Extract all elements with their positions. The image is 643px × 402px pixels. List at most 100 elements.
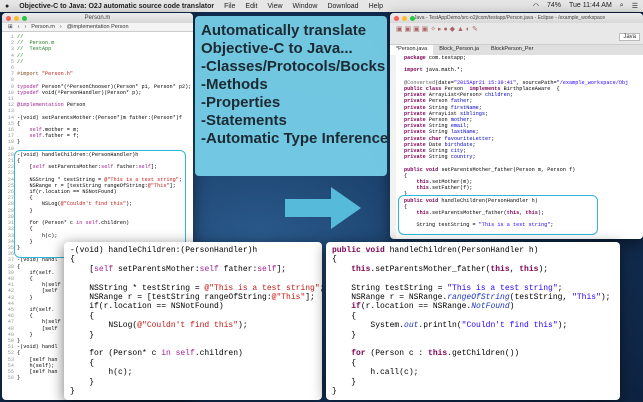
code-line: 8 (4, 77, 193, 83)
code-token: .children) (97, 220, 130, 227)
code-token: } (70, 387, 75, 397)
code-line: { (70, 359, 316, 368)
code-token: // Person.m (17, 40, 55, 47)
toolbar-icons[interactable]: ▣ ▣ ▣ ▣ ✧ ▸ ● ◆ ▲ ◐ ✎ (396, 26, 478, 33)
line-number: 10 (7, 89, 14, 96)
code-token: "This" (572, 293, 601, 303)
code-line: private String country; (404, 154, 643, 160)
code-token (404, 160, 407, 166)
code-line: System.out.println("Couldn't find this")… (332, 321, 614, 330)
code-line: NSLog(@"Couldn't find this"); (70, 321, 316, 330)
code-token: this (404, 179, 429, 186)
code-line: NSRange r = NSRange.rangeOfString(testSt… (332, 293, 614, 302)
search-icon[interactable]: ⌕ (619, 2, 624, 9)
code-line: } (70, 378, 316, 387)
code-token: { (70, 311, 95, 321)
code-token: "2015Apr21 15:39:41" (453, 79, 517, 86)
tab-blockperson-per[interactable]: BlockPerson_Per (490, 46, 534, 52)
apple-icon[interactable]: ● (5, 2, 10, 10)
close-button[interactable] (394, 15, 399, 21)
zoom-button[interactable] (410, 15, 415, 21)
callout-line: -Properties (201, 94, 281, 111)
code-line: String testString = "This is a test stri… (332, 284, 614, 293)
code-line: private String city; (404, 148, 643, 154)
code-token: ); (538, 264, 549, 274)
zoom-button[interactable] (22, 15, 27, 21)
code-token: ; (472, 154, 476, 161)
back-icon[interactable]: ‹ (17, 24, 20, 30)
minimize-button[interactable] (14, 15, 19, 21)
code-token: .setMother(m); (428, 179, 473, 186)
code-line: @Converted(date="2015Apr21 15:39:41", so… (404, 80, 643, 86)
callout-line: Objective-C to Java... (201, 40, 353, 57)
window-title: Java - TestAppDemo/src-o2j/com/testapp/P… (414, 15, 606, 21)
code-token: NSString * testString = (17, 176, 105, 183)
code-token: package (404, 55, 429, 61)
code-token: { (17, 263, 21, 270)
java-editor[interactable]: package com.testapp; import java.math.*;… (396, 55, 643, 239)
code-token (404, 216, 407, 222)
code-token: mother (450, 117, 470, 124)
code-token: [self han (17, 356, 58, 363)
code-line: private ArrayList<Person> children; (404, 92, 643, 98)
menu-view[interactable]: View (267, 2, 283, 10)
list-icon[interactable]: ☰ (631, 3, 638, 10)
minimize-button[interactable] (402, 15, 407, 21)
code-token (17, 251, 20, 257)
code-token: NSRange r = [testString rangeOfString: (17, 182, 148, 189)
code-token: private (404, 129, 429, 136)
wifi-icon[interactable]: ◠ (532, 3, 539, 10)
code-line: 25 NSRange r = [testString rangeOfString… (4, 183, 193, 189)
grid-icon[interactable]: ⊞ (8, 24, 13, 30)
code-token: .father = f; (41, 133, 80, 140)
code-line: private Person mother; (404, 117, 643, 123)
code-token: } (70, 330, 95, 340)
code-token: } (17, 238, 33, 245)
code-token: NSRange r = NSRange. (332, 293, 448, 303)
battery-status[interactable]: 74% (546, 2, 561, 9)
line-number: 8 (10, 77, 14, 84)
code-token: , sourcePath= (516, 79, 557, 86)
code-line (70, 340, 316, 349)
code-token: "Couldn't find this" (461, 321, 558, 331)
close-button[interactable] (6, 15, 11, 21)
code-line: } (70, 387, 316, 396)
menu-download[interactable]: Download (327, 2, 359, 10)
code-token: "This is a test string" (447, 283, 558, 293)
code-token: typedef (17, 89, 42, 96)
code-token: { (17, 275, 33, 282)
clock[interactable]: Tue 11:44 AM (568, 2, 612, 9)
code-line: NSRange r = [testString rangeOfString:@"… (70, 293, 316, 302)
code-token: Person (428, 117, 451, 124)
code-token: public void (404, 166, 442, 173)
code-token: // (17, 58, 24, 65)
forward-icon[interactable]: › (24, 24, 27, 30)
code-token: self (94, 264, 114, 274)
perspective-java[interactable]: Java (619, 33, 640, 41)
code-token: public class (404, 86, 445, 93)
code-token: #import (17, 71, 42, 78)
code-token (70, 340, 75, 349)
code-token: handleChildren(PersonHandler h) (441, 197, 538, 204)
line-number: 56 (7, 375, 14, 382)
tab-person-java[interactable]: *Person.java (390, 45, 434, 55)
code-token (17, 146, 20, 152)
menu-edit[interactable]: Edit (245, 2, 258, 10)
code-token (332, 340, 337, 349)
code-line: 5// (4, 59, 193, 65)
menu-file[interactable]: File (224, 2, 236, 10)
tab-block-person[interactable]: Block_Person.ja (439, 46, 479, 52)
code-token: ]; (276, 264, 287, 274)
code-token: @Converted (404, 79, 436, 86)
code-line: h.call(c); (332, 368, 614, 377)
code-token: self (175, 349, 195, 359)
code-token: this (506, 210, 520, 217)
menu-window[interactable]: Window (292, 2, 318, 10)
path-file[interactable]: Person.m (31, 24, 55, 30)
code-token: ) (509, 302, 515, 312)
app-name[interactable]: Objective-C to Java: O2J automatic sourc… (19, 2, 215, 10)
code-line: 42 [self (4, 288, 193, 294)
menu-help[interactable]: Help (368, 2, 383, 10)
path-symbol[interactable]: @implementation Person (66, 24, 129, 30)
